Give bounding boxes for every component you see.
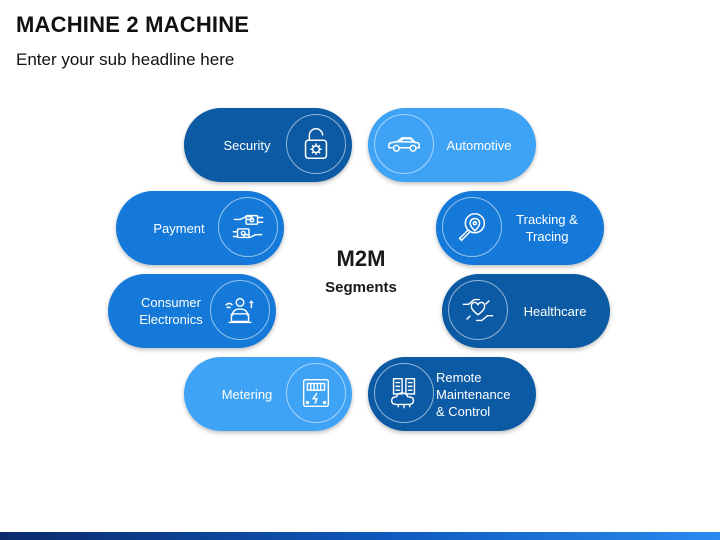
hands-exchange-money-icon [218, 197, 278, 257]
segment-security: Security [184, 108, 352, 182]
segment-remote-label: Remote Maintenance & Control [436, 369, 511, 419]
page-title: MACHINE 2 MACHINE [16, 12, 250, 37]
segment-automotive-label: Automotive [446, 137, 512, 153]
magnifier-location-icon [442, 197, 502, 257]
hands-heart-icon [448, 280, 508, 340]
segment-tracking-label: Tracking & Tracing [516, 212, 578, 244]
electric-meter-icon [286, 363, 346, 423]
segment-payment-label: Payment [153, 220, 205, 236]
segment-automotive: Automotive [368, 108, 536, 182]
bottom-accent-bar [0, 532, 720, 540]
segment-consumer: Consumer Electronics [108, 274, 276, 348]
center-subtitle: Segments [325, 279, 397, 296]
segment-payment: Payment [116, 191, 284, 265]
center-title: M2M [336, 246, 386, 271]
segment-consumer-label: Consumer Electronics [139, 295, 203, 327]
segment-healthcare-label: Healthcare [523, 303, 587, 319]
segment-metering-label: Metering [221, 386, 273, 402]
car-icon [374, 114, 434, 174]
padlock-gear-icon [286, 114, 346, 174]
person-laptop-icon [210, 280, 270, 340]
page-subtitle: Enter your sub headline here [16, 50, 235, 69]
server-cloud-icon [374, 363, 434, 423]
segment-tracking: Tracking & Tracing [436, 191, 604, 265]
segment-healthcare: Healthcare [442, 274, 610, 348]
segment-security-label: Security [223, 137, 271, 153]
segment-remote: Remote Maintenance & Control [368, 357, 536, 431]
segment-metering: Metering [184, 357, 352, 431]
